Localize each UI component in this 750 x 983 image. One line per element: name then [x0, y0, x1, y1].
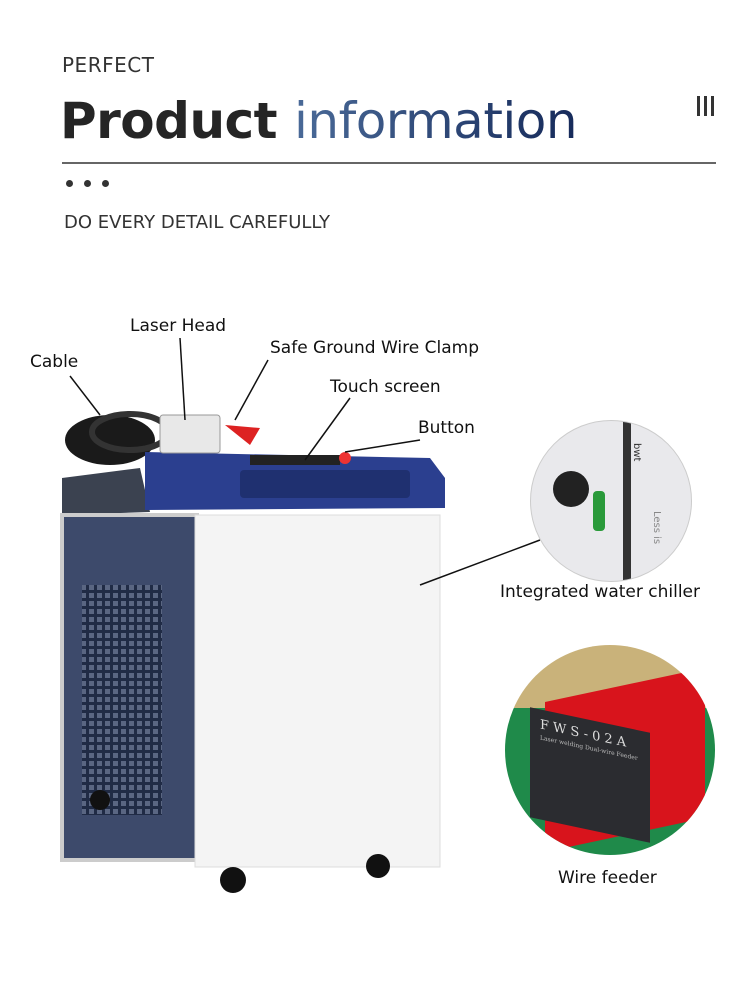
callout-lines [69, 337, 541, 586]
emergency-button [339, 452, 351, 464]
callout-touch-screen: Touch screen [330, 377, 441, 397]
cabinet-front [194, 514, 441, 868]
ground-clamp [225, 425, 260, 445]
chiller-side-text: Less is [651, 511, 662, 545]
title-main: Product [60, 92, 278, 150]
chiller-cap [553, 471, 589, 507]
wheel [90, 790, 110, 810]
handle-recess [240, 470, 410, 498]
water-level-gauge [593, 491, 605, 531]
vent-grille [82, 585, 162, 815]
cable-coil [65, 415, 155, 465]
title-accent: information [294, 92, 578, 150]
kicker-text: PERFECT [62, 53, 155, 77]
callout-button: Button [418, 418, 475, 438]
touch-screen [250, 455, 340, 465]
wire-feeder-image: FWS-02A Laser welding Dual-wire Feeder [505, 645, 715, 855]
menu-bars-icon [697, 96, 717, 116]
callout-wire-feeder: Wire feeder [558, 868, 657, 888]
wheel [220, 867, 246, 893]
callout-laser-head: Laser Head [130, 316, 227, 336]
laser-head [159, 414, 221, 454]
callout-chiller: Integrated water chiller [500, 582, 701, 602]
callout-cable: Cable [30, 352, 79, 372]
chiller-detail-image: bwt Less is [530, 420, 692, 582]
page-title: Product information [60, 92, 578, 150]
dots-icon [66, 180, 109, 187]
chiller-brand: bwt [631, 443, 642, 462]
wheel [366, 854, 390, 878]
subtitle: DO EVERY DETAIL CAREFULLY [64, 212, 331, 233]
console-left [62, 468, 150, 515]
divider [62, 162, 716, 164]
callout-ground-clamp: Safe Ground Wire Clamp [270, 338, 479, 358]
